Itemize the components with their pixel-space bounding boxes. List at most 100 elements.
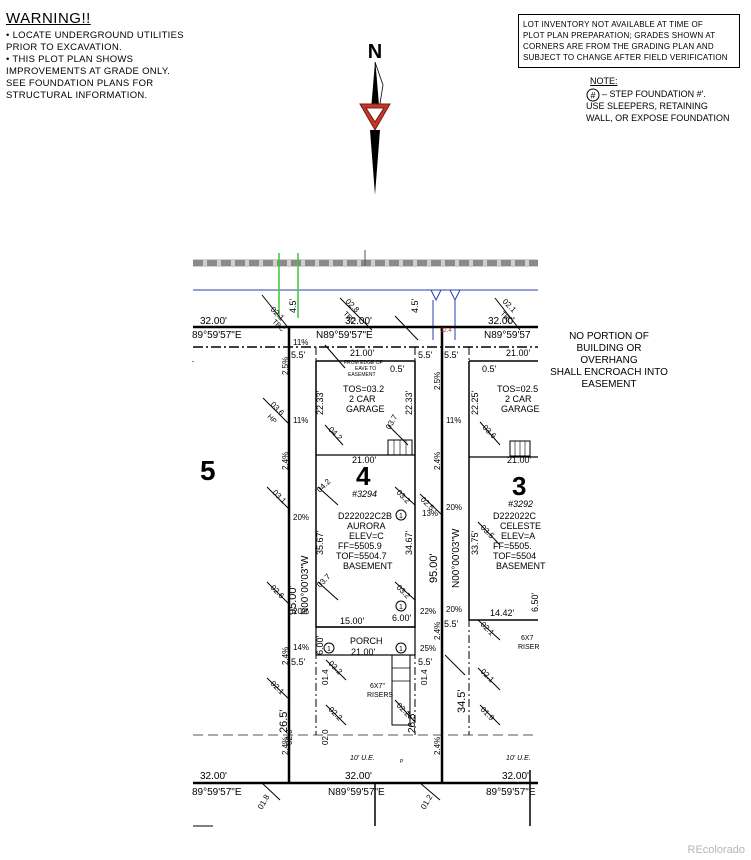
easement-line: NO PORTION OF [569, 331, 649, 342]
grade: 01.9 [479, 705, 497, 723]
grade: 04.2 [327, 425, 345, 443]
slope: 2.4% [433, 622, 442, 640]
grade: 01.4 [420, 669, 429, 685]
warning-line: IMPROVEMENTS AT GRADE ONLY. [6, 66, 171, 77]
slope: 11% [293, 416, 308, 425]
risers-label: 6X7 [521, 635, 534, 642]
step-note-text: USE SLEEPERS, RETAINING [586, 101, 708, 111]
lot-address: #3292 [508, 499, 533, 509]
grade: 02.0 [321, 729, 330, 745]
slope: 11% [446, 416, 461, 425]
step-note-line-1: – STEP FOUNDATION #'. [602, 88, 706, 100]
house-ff: FF=5505. [493, 541, 532, 551]
slope: 2.4% [281, 452, 290, 470]
slope: 25% [420, 644, 436, 653]
grade: 01.2 [419, 793, 435, 811]
eave-note: FROM EDGE OF [344, 360, 383, 366]
note-heading: NOTE: [590, 76, 618, 86]
house-depth-dim: 35.67' [315, 530, 325, 555]
garage-label: GARAGE [501, 404, 540, 414]
grade: 04.2 [315, 477, 333, 495]
slope: 20% [293, 513, 309, 522]
risers-lot4 [391, 654, 411, 726]
garage-depth-dim: 22.33' [404, 390, 414, 415]
warning-line: STRUCTURAL INFORMATION. [6, 90, 148, 101]
lot-inventory-note: LOT INVENTORY NOT AVAILABLE AT TIME OF P… [518, 14, 740, 68]
step-symbol-text: # [590, 91, 595, 101]
side-setback: 5.5' [291, 350, 306, 360]
grade: 03.6 [481, 423, 499, 441]
porch-label: PORCH [350, 636, 383, 646]
front-bearing: N89°59'57 [484, 330, 531, 341]
warning-list: • LOCATE UNDERGROUND UTILITIES PRIOR TO … [6, 30, 184, 102]
slope: 2.4% [433, 452, 442, 470]
step-note-text: – STEP FOUNDATION #'. [602, 89, 706, 99]
warning-line: • THIS PLOT PLAN SHOWS [6, 54, 134, 65]
rear-bearing: N89°59'57"E [328, 787, 385, 798]
house-elev: ELEV=C [349, 531, 384, 541]
lot-inventory-line: PLOT PLAN PREPARATION; GRADES SHOWN AT [523, 31, 716, 40]
eave-note: EASEMENT [348, 372, 376, 378]
grade: 01.8 [256, 793, 272, 811]
front-setback: 4.5' [410, 298, 420, 313]
garage-label: 2 CAR [349, 394, 376, 404]
lot-width-dim: 32.00' [502, 771, 529, 782]
grade: 03.7 [315, 572, 333, 590]
house-width-dim: 21.00' [350, 348, 375, 358]
house-type: BASEMENT [343, 561, 393, 571]
step-foundation-numbers: 1 1 1 1 [327, 513, 403, 653]
svg-text:1: 1 [399, 646, 403, 653]
right-dim: 14.42' [490, 608, 515, 618]
warning-line: • LOCATE UNDERGROUND UTILITIES [6, 30, 184, 41]
hp-label: HP [266, 413, 278, 425]
utility-easement: 10' U.E. [506, 755, 531, 762]
lot-inventory-line: CORNERS ARE FROM THE GRADING PLAN AND [523, 42, 714, 51]
porch-dim: 15.00' [340, 616, 365, 626]
house-width-dim: 21.00' [507, 455, 532, 465]
side-setback: 5.5' [444, 619, 459, 629]
slope: 2.4% [281, 737, 290, 755]
eave-dim: 0.5' [390, 364, 405, 374]
house-type: BASEMENT [496, 561, 546, 571]
grade: 02.1 [479, 620, 497, 638]
p-label: P [400, 759, 404, 765]
svg-text:1: 1 [399, 604, 403, 611]
house-ff: FF=5505.9 [338, 541, 382, 551]
house-width-dim: 21.00' [506, 348, 531, 358]
lot-width-dim: 32.00' [488, 316, 515, 327]
slope: 11% [293, 338, 308, 347]
lot-number: 3 [512, 471, 526, 501]
front-setback: 4.5' [288, 298, 298, 313]
step-foundation-symbol-icon: # [586, 88, 600, 102]
porch-dim: 6.00' [315, 635, 325, 655]
lot-depth-dim: 95.00' [287, 585, 299, 615]
house-tof: TOF=5504.7 [336, 551, 387, 561]
rear-setback: 26.5' [407, 712, 418, 733]
garage-depth-dim: 22.25' [470, 390, 480, 415]
sewer-marker: 02.4 [440, 328, 452, 334]
side-setback: 5.5' [444, 350, 459, 360]
grade-leaders [261, 294, 521, 801]
easement-line: BUILDING OR OVERHANG [576, 343, 642, 366]
right-dim: 6.50' [530, 592, 540, 612]
grade: 03.1 [271, 488, 289, 506]
grade: 03.2 [395, 488, 413, 506]
house-model: AURORA [347, 521, 386, 531]
lot-depth-dim: 95.00' [428, 553, 440, 583]
slope: 2.5% [281, 357, 290, 375]
risers-label: RISERS [367, 692, 393, 699]
step-note-text: WALL, OR EXPOSE FOUNDATION [586, 113, 730, 123]
side-bearing: N00°00'03"W [451, 528, 462, 588]
slope: 13% [422, 509, 438, 518]
svg-text:1: 1 [399, 513, 403, 520]
slope: 14% [293, 643, 309, 652]
risers-label: 6X7" [370, 683, 385, 690]
north-label: N [368, 41, 382, 63]
side-setback: 5.5' [418, 657, 433, 667]
lot-inventory-line: LOT INVENTORY NOT AVAILABLE AT TIME OF [523, 20, 703, 29]
warning-title: WARNING!! [6, 10, 91, 27]
easement-line: EASEMENT [581, 379, 637, 390]
house-depth-dim: 33.75' [470, 530, 480, 555]
side-setback: 5.5' [291, 657, 306, 667]
